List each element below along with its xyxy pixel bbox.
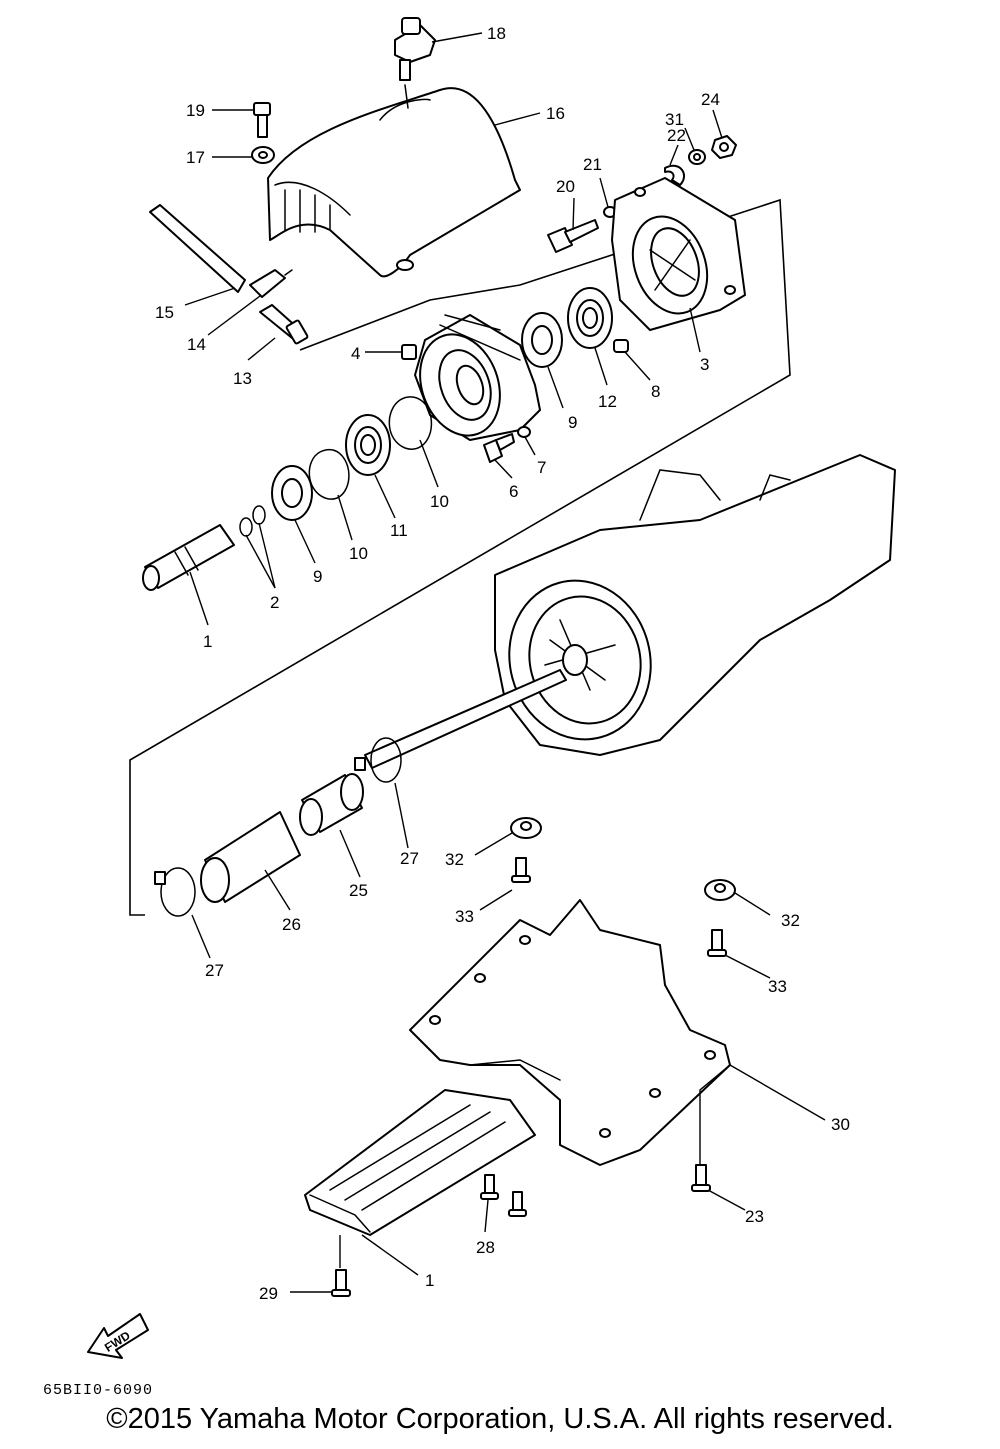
part-jet-housing xyxy=(494,454,896,756)
callout-20: 20 xyxy=(556,177,575,196)
part-26-hose xyxy=(200,811,301,903)
callout-14: 14 xyxy=(187,335,206,354)
part-9-seal-upper xyxy=(521,312,563,368)
part-30-washer xyxy=(688,149,706,165)
callout-6: 6 xyxy=(509,482,518,501)
callout-1: 1 xyxy=(425,1271,434,1290)
callout-18: 18 xyxy=(487,24,506,43)
grouping-frame xyxy=(129,198,791,916)
part-6-bolt xyxy=(483,433,515,463)
callout-3: 2 xyxy=(270,593,279,612)
callout-21: 21 xyxy=(583,155,602,174)
part-19-bolt xyxy=(253,102,271,138)
part-2-shaft xyxy=(142,524,235,591)
part-16-cover xyxy=(267,87,521,278)
callout-33-upper: 33 xyxy=(455,907,474,926)
callout-23: 24 xyxy=(701,90,720,109)
callout-11: 11 xyxy=(390,521,408,540)
part-22-clip xyxy=(664,164,685,186)
callout-12: 12 xyxy=(598,392,617,411)
callout-15: 15 xyxy=(155,303,174,322)
leader-lines xyxy=(184,32,826,1293)
callout-labels: 18 16 19 17 15 14 13 4 20 21 22 31 24 3 … xyxy=(155,24,850,1303)
callout-30: 31 xyxy=(665,110,684,129)
part-11-bearing xyxy=(345,414,391,476)
callout-33-lower: 33 xyxy=(768,977,787,996)
part-32-grommet-upper xyxy=(510,817,542,839)
callout-32-upper: 32 xyxy=(445,850,464,869)
drawing-code: 65BII0-6090 xyxy=(43,1382,154,1399)
callout-27-lower: 27 xyxy=(205,961,224,980)
copyright-notice: ©2015 Yamaha Motor Corporation, U.S.A. A… xyxy=(106,1403,894,1435)
part-27-clamp-upper xyxy=(354,737,402,783)
callout-17: 17 xyxy=(186,148,205,167)
callout-8: 8 xyxy=(651,382,660,401)
callout-32-lower: 32 xyxy=(781,911,800,930)
callout-13: 13 xyxy=(233,369,252,388)
part-10-snapring-upper xyxy=(388,396,433,450)
callout-31: 30 xyxy=(831,1115,850,1134)
part-15-rod xyxy=(149,204,246,293)
callout-7: 7 xyxy=(537,458,546,477)
part-7-washer xyxy=(517,426,531,438)
part-33-screw-upper xyxy=(511,857,531,883)
callout-10-upper: 10 xyxy=(430,492,449,511)
callout-9-upper: 9 xyxy=(568,413,577,432)
part-14-clip xyxy=(249,269,293,298)
callout-19: 19 xyxy=(186,101,205,120)
part-20-bolt xyxy=(547,219,599,253)
part-24-screw xyxy=(691,1164,711,1192)
part-4-housing xyxy=(611,177,746,331)
fwd-arrow-icon: FWD xyxy=(87,1313,149,1359)
part-23-nut xyxy=(711,135,737,159)
part-28-screws xyxy=(480,1174,527,1217)
part-5-block xyxy=(401,344,417,360)
part-13-fitting xyxy=(259,304,309,345)
callout-5: 4 xyxy=(351,344,360,363)
part-drive-shaft xyxy=(364,669,567,769)
callout-24: 23 xyxy=(745,1207,764,1226)
callout-27-upper: 27 xyxy=(400,849,419,868)
callout-2: 1 xyxy=(203,632,212,651)
callout-29: 29 xyxy=(259,1284,278,1303)
part-9-seal-lower xyxy=(271,465,313,521)
callout-25: 25 xyxy=(349,881,368,900)
callout-4: 3 xyxy=(700,355,709,374)
part-25-coupling xyxy=(299,773,364,836)
callout-16: 16 xyxy=(546,104,565,123)
part-10-snapring-lower xyxy=(308,448,350,500)
callout-10-lower: 10 xyxy=(349,544,368,563)
callout-22: 22 xyxy=(667,126,686,145)
callout-26: 26 xyxy=(282,915,301,934)
part-12-bearing xyxy=(567,287,613,349)
callout-9-lower: 9 xyxy=(313,567,322,586)
part-1-plate xyxy=(304,1089,536,1236)
part-33-screw-lower xyxy=(707,929,727,957)
part-8-pin xyxy=(613,339,629,353)
part-29-screw xyxy=(331,1269,351,1297)
callout-28: 28 xyxy=(476,1238,495,1257)
part-27-clamp-lower xyxy=(154,867,196,917)
part-31-bracket xyxy=(409,899,731,1166)
part-center-housing xyxy=(414,314,541,441)
part-17-collar xyxy=(251,146,275,164)
part-32-grommet-lower xyxy=(704,879,736,901)
part-18-clip xyxy=(394,17,436,109)
